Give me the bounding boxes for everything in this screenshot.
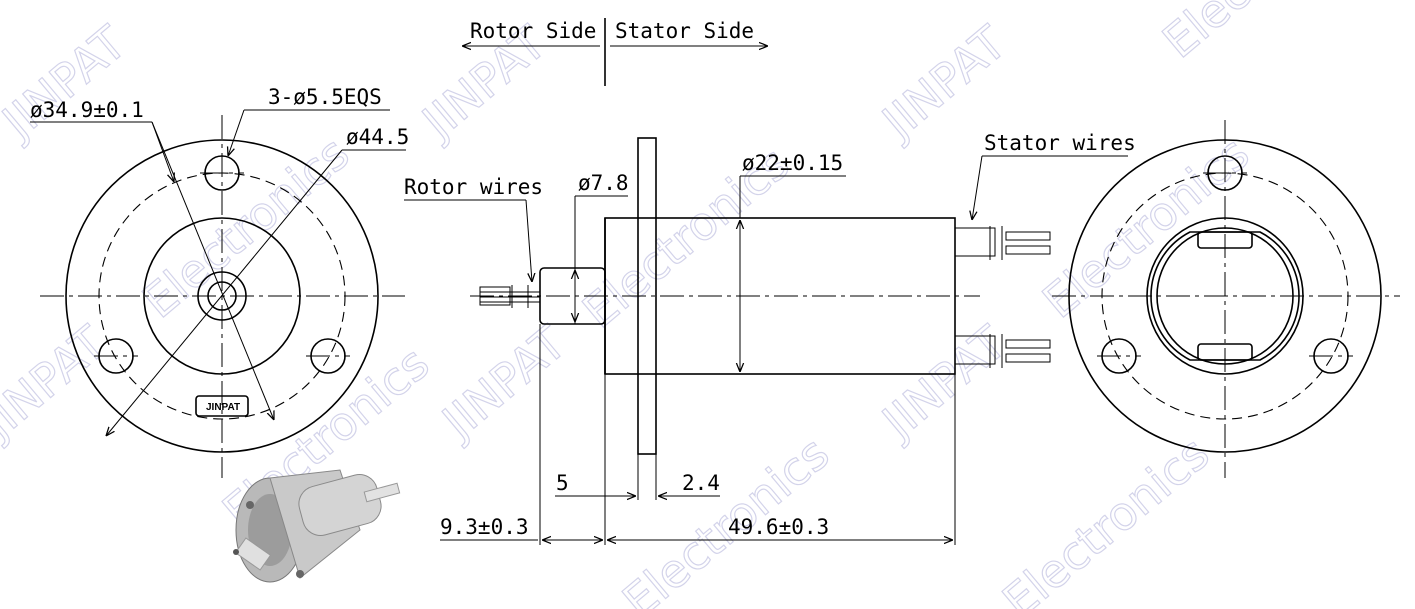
watermark-brand: JINPAT [0,15,137,150]
watermark-word: Electronics [992,426,1219,609]
shaft-dia-label: ø7.8 [578,171,629,195]
rotor-side-label: Rotor Side [470,19,596,43]
rotor-wire-bundle [479,285,540,308]
holes-label: 3-ø5.5EQS [268,85,382,109]
side-indicator: Rotor Side Stator Side [462,18,768,86]
side-view: Rotor wires Stator wires ø7.8 ø22±0.15 5… [404,131,1136,545]
watermark-brand: JINPAT [430,315,577,450]
product-photo [233,469,401,583]
dim-5-label: 5 [556,471,569,495]
stator-wire-bundle [954,226,1051,368]
mount-dia-label: ø34.9±0.1 [30,98,144,122]
flange-dia-label: ø44.5 [346,125,409,149]
watermark-brand: JINPAT [0,315,117,450]
body-dia-label: ø22±0.15 [742,151,843,175]
watermark-word: Electronics [1152,0,1379,68]
watermark: JINPAT Electronics JINPAT Electronics JI… [0,0,1380,609]
dim-49-6-label: 49.6±0.3 [728,515,829,539]
dim-2-4-label: 2.4 [682,471,720,495]
dim-9-3-label: 9.3±0.3 [440,515,529,539]
stator-side-label: Stator Side [615,19,754,43]
watermark-brand: JINPAT [870,315,1017,450]
front-view-rotor: JINPAT ø34.9±0.1 3-ø5.5EQS ø44.5 [30,85,409,478]
logo-text: JINPAT [206,402,240,413]
rotor-wires-label: Rotor wires [404,175,543,199]
rear-view-stator [1052,120,1400,478]
stator-wires-label: Stator wires [984,131,1136,155]
